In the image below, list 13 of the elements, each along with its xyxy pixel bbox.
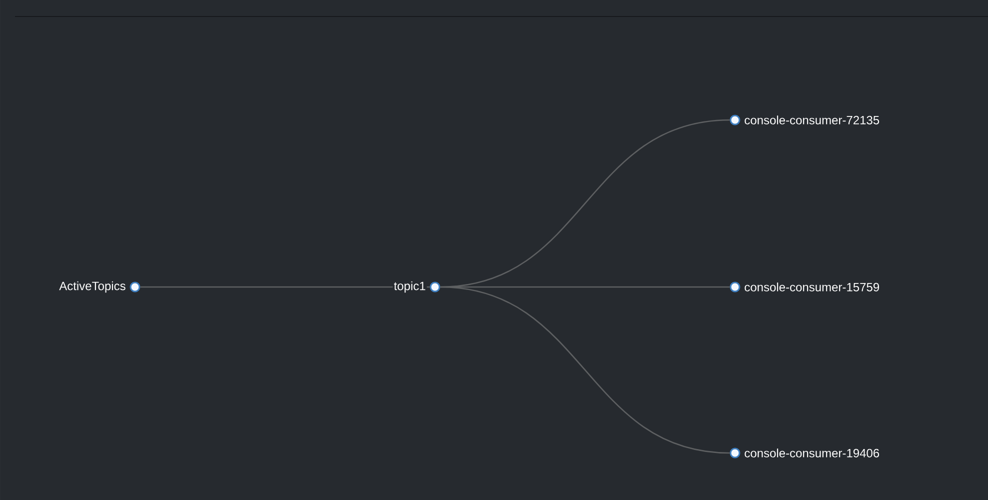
node-label: ActiveTopics [58,280,127,294]
node-dot [730,114,740,126]
node-label: console-consumer-19406 [743,448,881,458]
node-dot [430,282,440,292]
connector-line [140,286,430,288]
node-label: console-consumer-15759 [743,282,881,292]
connector-line [440,286,730,454]
node-label: console-consumer-72135 [743,114,881,126]
node-dot [730,448,740,458]
node-dot [730,282,740,292]
node-dot [130,282,140,292]
connector-line [440,119,730,288]
node-label: topic1 [392,280,427,294]
